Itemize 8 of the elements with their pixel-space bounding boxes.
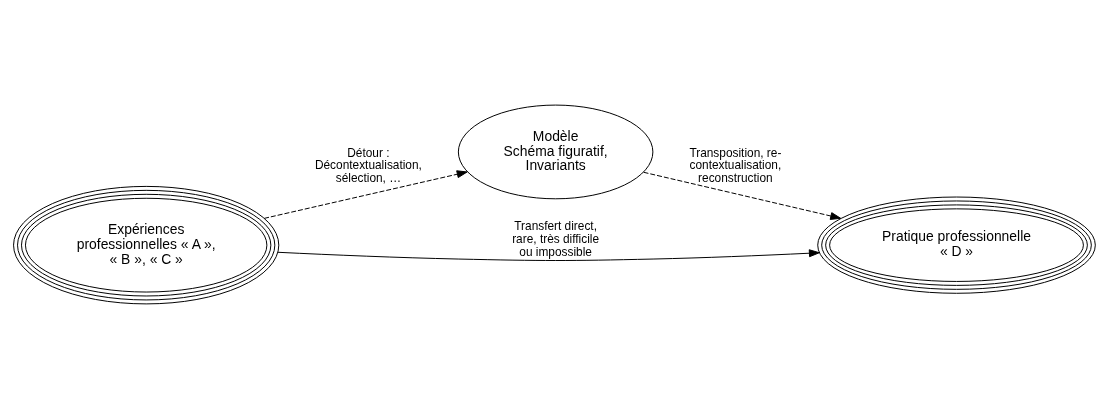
edge-label: Détour : Décontextualisation, sélection, … bbox=[314, 145, 422, 186]
arrow bbox=[643, 171, 842, 220]
edge-label: Transposition, re-contextualisation, reconstruction bbox=[689, 145, 782, 186]
arrow bbox=[277, 249, 820, 261]
node-ellipse: Pratique professionnelle « D » bbox=[817, 196, 1096, 294]
node-ellipse: Expériences professionnelles « A », « B », « C » bbox=[13, 185, 280, 305]
edge-label: Transfert direct, rare, très difficile ou impossible bbox=[512, 218, 600, 259]
arrow bbox=[263, 170, 468, 219]
